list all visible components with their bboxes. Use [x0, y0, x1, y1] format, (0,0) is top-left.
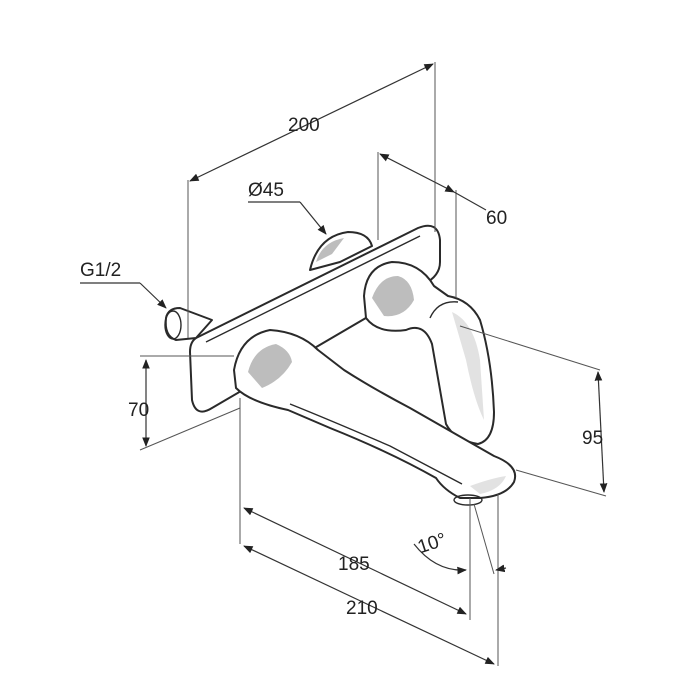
dim-200-label: 200	[288, 115, 320, 136]
dim-200	[187, 62, 436, 338]
dim-60	[377, 152, 487, 298]
dim-60-label: 60	[486, 208, 507, 229]
spout	[233, 329, 516, 506]
dim-70-label: 70	[128, 400, 149, 421]
dim-angle-label: 10°	[415, 529, 449, 558]
dim-185-label: 185	[338, 554, 370, 575]
pipe-connector	[164, 307, 213, 341]
dim-g12-label: G1/2	[80, 260, 121, 281]
dim-95	[459, 325, 608, 497]
dim-95-label: 95	[582, 428, 603, 449]
dim-g12-leader	[80, 282, 167, 309]
dim-angle	[413, 503, 507, 578]
dim-70	[139, 355, 241, 451]
dim-d45-label: Ø45	[248, 180, 284, 201]
dim-210	[243, 494, 499, 666]
dim-d45-leader	[248, 201, 327, 235]
dim-210-label: 210	[346, 598, 378, 619]
rosette	[309, 231, 373, 271]
lever-handle	[363, 261, 495, 445]
